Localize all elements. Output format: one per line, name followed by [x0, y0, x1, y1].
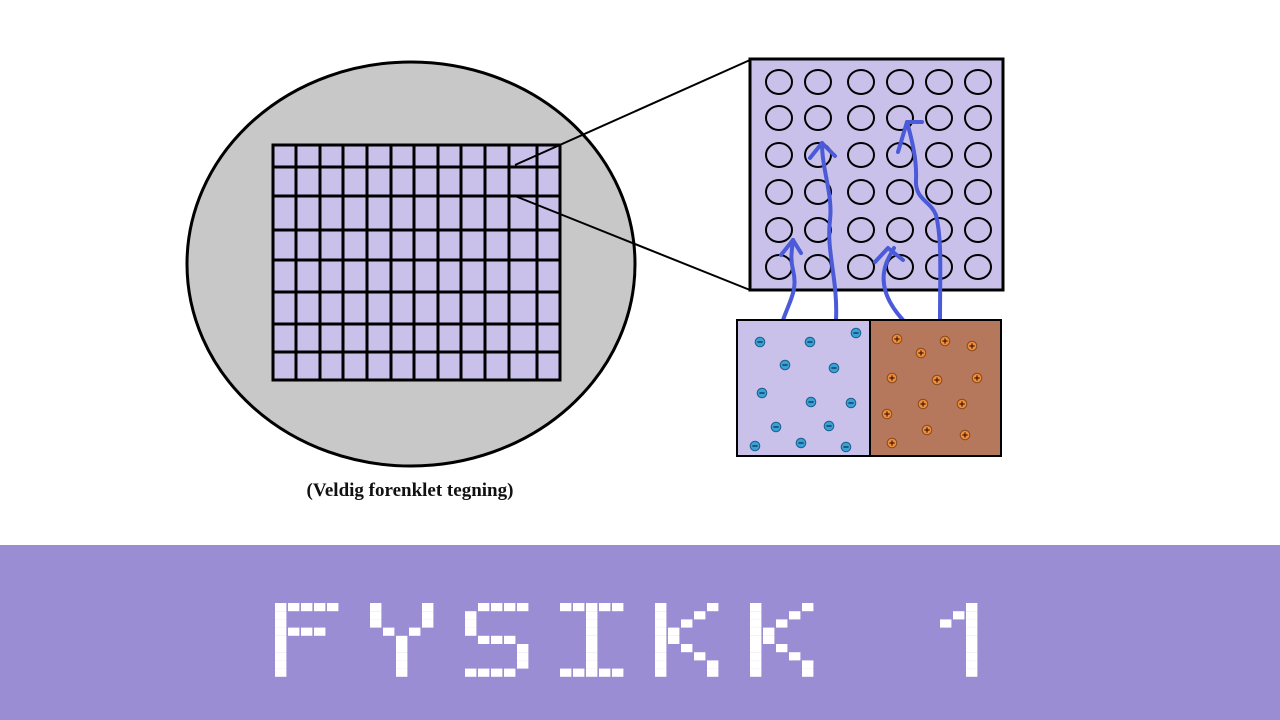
atom-circle — [964, 217, 992, 243]
arrow-head — [896, 120, 924, 154]
hole-icon — [939, 335, 951, 347]
electron-icon — [840, 441, 852, 453]
electron-icon — [756, 387, 768, 399]
electron-icon — [779, 359, 791, 371]
atom-circle — [847, 105, 875, 131]
atom-circle — [765, 179, 793, 205]
hole-icon — [917, 398, 929, 410]
hole-icon — [931, 374, 943, 386]
zoomed-lattice — [748, 57, 1005, 292]
atom-circle — [804, 105, 832, 131]
atom-circle — [925, 142, 953, 168]
electron-icon — [749, 440, 761, 452]
atom-circle — [765, 217, 793, 243]
electron-icon — [804, 336, 816, 348]
arrow-head — [779, 238, 803, 257]
hole-icon — [959, 429, 971, 441]
electron-path-arrow — [881, 246, 905, 322]
atom-circle — [964, 105, 992, 131]
electron-path-arrow — [820, 141, 839, 322]
hole-icon — [886, 372, 898, 384]
cell-grid — [271, 143, 562, 382]
hole-icon — [881, 408, 893, 420]
electron-icon — [770, 421, 782, 433]
atom-circle — [964, 69, 992, 95]
atom-circle — [847, 217, 875, 243]
title-glyph — [275, 603, 339, 677]
atom-circle — [765, 105, 793, 131]
title-glyph — [750, 603, 814, 677]
zoom-line-bottom — [514, 195, 751, 291]
atom-circle — [847, 179, 875, 205]
solar-cell-diagram — [185, 57, 1005, 468]
hole-icon — [956, 398, 968, 410]
atom-circle — [847, 142, 875, 168]
title-glyph — [370, 603, 434, 677]
atom-circle — [804, 69, 832, 95]
atom-circle — [886, 69, 914, 95]
atom-circle — [765, 142, 793, 168]
title-glyph — [940, 603, 978, 677]
electron-icon — [754, 336, 766, 348]
atom-circle — [886, 179, 914, 205]
electron-icon — [850, 327, 862, 339]
arrow-head — [873, 246, 905, 264]
electron-icon — [805, 396, 817, 408]
electron-icon — [828, 362, 840, 374]
atom-circle — [847, 254, 875, 280]
zoom-line-top — [514, 59, 751, 166]
banner-title — [275, 603, 978, 677]
title-glyph — [655, 603, 719, 677]
hole-icon — [921, 424, 933, 436]
atom-circle — [964, 254, 992, 280]
atom-circle — [925, 105, 953, 131]
electron-path-arrow — [905, 120, 943, 322]
electron-path-arrow — [781, 238, 797, 322]
atom-circle — [964, 179, 992, 205]
electron-icon — [823, 420, 835, 432]
diagram-caption: (Veldig forenklet tegning) — [306, 480, 514, 501]
hole-icon — [966, 340, 978, 352]
title-glyph — [560, 603, 624, 677]
atom-circle — [886, 105, 914, 131]
hole-icon — [971, 372, 983, 384]
p-type-region — [869, 319, 1002, 457]
title-banner — [0, 545, 1280, 720]
atom-circle — [925, 179, 953, 205]
hole-icon — [886, 437, 898, 449]
electron-icon — [845, 397, 857, 409]
electron-icon — [795, 437, 807, 449]
atom-circle — [886, 217, 914, 243]
atom-circle — [925, 69, 953, 95]
atom-circle — [804, 142, 832, 168]
atom-circle — [964, 142, 992, 168]
atom-circle — [765, 69, 793, 95]
atom-circle — [847, 69, 875, 95]
title-glyph — [465, 603, 529, 677]
hole-icon — [891, 333, 903, 345]
atom-circle — [804, 179, 832, 205]
hole-icon — [915, 347, 927, 359]
arrow-head — [808, 141, 837, 160]
